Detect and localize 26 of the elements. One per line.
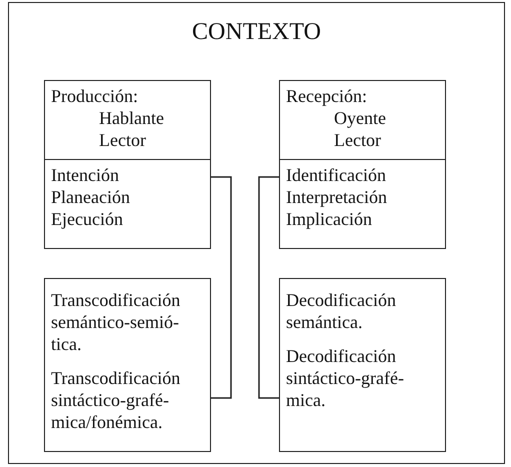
process-box (279, 159, 446, 249)
box-text: Intención (51, 164, 120, 186)
process-box (44, 159, 211, 249)
box-text: Transcodificación semántico-semió-tica. (51, 289, 182, 355)
box-heading: Producción: (51, 85, 139, 107)
box-text: Implicación (286, 208, 373, 230)
box-text: Lector (333, 129, 382, 151)
connector-line (258, 176, 279, 399)
box-text: Decodificación sintáctico-grafé-mica. (286, 345, 405, 411)
role-box (279, 80, 446, 160)
box-text: Interpretación (286, 186, 388, 208)
role-box (44, 80, 211, 160)
box-text: Transcodificación sintáctico-grafé-mica/fonémica. (51, 367, 182, 433)
frame-title: CONTEXTO (191, 19, 322, 46)
stage-box (44, 278, 211, 452)
stage-box (279, 278, 446, 452)
box-text: Oyente (333, 107, 387, 129)
box-text: Identificación (286, 164, 387, 186)
box-text: Decodificación semántica. (286, 289, 397, 333)
context-frame (8, 2, 505, 464)
box-text: Planeación (51, 186, 131, 208)
box-text: Hablante (98, 107, 165, 129)
connector-line (211, 176, 232, 399)
box-text: Ejecución (51, 208, 124, 230)
box-heading: Recepción: (286, 85, 368, 107)
box-text: Lector (98, 129, 147, 151)
